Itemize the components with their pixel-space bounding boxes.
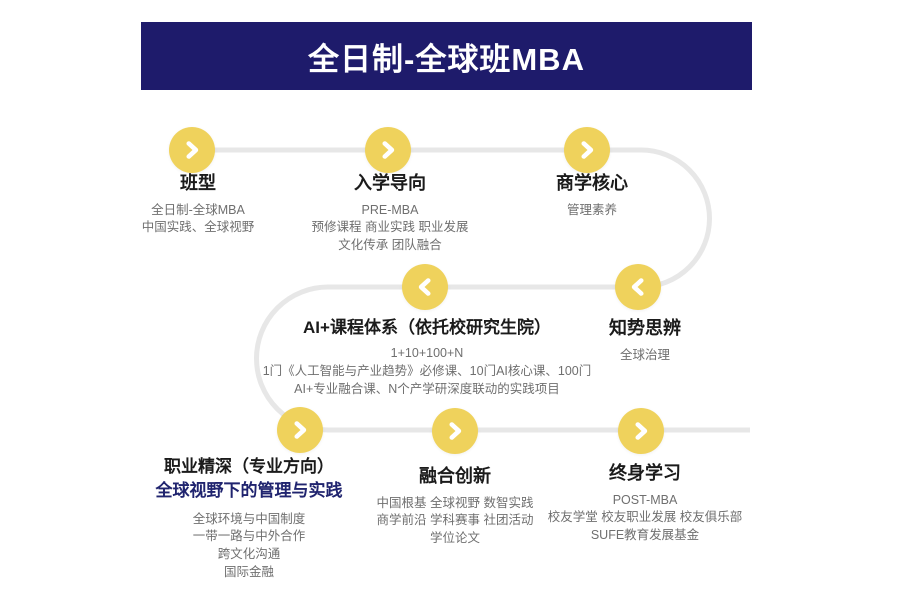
chevron-right-icon xyxy=(449,422,462,440)
stage-zhongshen-marker xyxy=(618,408,664,454)
stage-title: AI+课程体系（依托校研究生院） xyxy=(303,318,551,337)
chevron-right-icon xyxy=(186,141,199,159)
stage-line: 管理素养 xyxy=(566,202,617,217)
stage-line: 跨文化沟通 xyxy=(217,547,281,562)
chevron-right-icon xyxy=(382,141,395,159)
stage-line: 全球治理 xyxy=(619,347,670,362)
stage-line: 中国根基 全球视野 数智实践 xyxy=(376,495,534,510)
stage-line: 校友学堂 校友职业发展 校友俱乐部 xyxy=(547,510,743,525)
stage-title: 知势思辨 xyxy=(609,318,681,338)
chevron-left-icon xyxy=(418,278,431,296)
stage-ruxue-text: 入学导向 PRE-MBA 预修课程 商业实践 职业发展 文化传承 团队融合 xyxy=(273,173,507,255)
stage-banxing-marker xyxy=(169,127,215,173)
stage-line: PRE-MBA xyxy=(361,202,419,217)
header-banner: 全日制-全球班MBA xyxy=(141,22,752,90)
stage-line: 学位论文 xyxy=(429,531,480,546)
chevron-left-icon xyxy=(631,278,644,296)
stage-accent-subtitle: 全球视野下的管理与实践 xyxy=(155,481,343,501)
stage-ruxue-marker xyxy=(365,127,411,173)
stage-line: 国际金融 xyxy=(223,564,274,579)
stage-title: 商学核心 xyxy=(556,173,628,193)
chevron-right-icon xyxy=(294,421,307,439)
chevron-right-icon xyxy=(635,422,648,440)
stage-title: 融合创新 xyxy=(419,466,491,486)
stage-line: 全日制-全球MBA xyxy=(151,202,245,217)
stage-shangxue-text: 商学核心 管理素养 xyxy=(512,173,672,219)
page-title: 全日制-全球班MBA xyxy=(308,41,585,77)
stage-line: SUFE教育发展基金 xyxy=(590,528,700,543)
stage-line: 一带一路与中外合作 xyxy=(192,529,306,544)
stage-zhishi-marker xyxy=(615,264,661,310)
chevron-right-icon xyxy=(581,141,594,159)
stage-title: 终身学习 xyxy=(609,463,681,483)
stage-title: 职业精深（专业方向） xyxy=(164,457,334,476)
stage-title: 入学导向 xyxy=(354,173,426,193)
stage-zhiye-marker xyxy=(277,407,323,453)
stage-ronghe-text: 融合创新 中国根基 全球视野 数智实践 商学前沿 学科赛事 社团活动 学位论文 xyxy=(335,466,575,548)
stage-line: AI+专业融合课、N个产学研深度联动的实践项目 xyxy=(294,381,560,396)
stage-ai-marker xyxy=(402,264,448,310)
stage-line: 中国实践、全球视野 xyxy=(141,220,255,235)
stage-line: 商学前沿 学科赛事 社团活动 xyxy=(376,513,534,528)
stage-zhongshen-text: 终身学习 POST-MBA 校友学堂 校友职业发展 校友俱乐部 SUFE教育发展… xyxy=(513,463,777,545)
stage-line: 1门《人工智能与产业趋势》必修课、10门AI核心课、100门 xyxy=(262,364,592,379)
stage-ronghe-marker xyxy=(432,408,478,454)
stage-banxing-text: 班型 全日制-全球MBA 中国实践、全球视野 xyxy=(98,173,298,237)
stage-line: 1+10+100+N xyxy=(390,346,464,361)
stage-zhiye-text: 职业精深（专业方向） 全球视野下的管理与实践 全球环境与中国制度 一带一路与中外… xyxy=(132,457,366,582)
stage-line: 预修课程 商业实践 职业发展 xyxy=(311,220,469,235)
stage-shangxue-marker xyxy=(564,127,610,173)
stage-line: 文化传承 团队融合 xyxy=(338,238,442,253)
stage-line: POST-MBA xyxy=(612,492,678,507)
stage-zhishi-text: 知势思辨 全球治理 xyxy=(565,318,725,364)
stage-line: 全球环境与中国制度 xyxy=(192,511,306,526)
stage-ai-text: AI+课程体系（依托校研究生院） 1+10+100+N 1门《人工智能与产业趋势… xyxy=(252,318,602,399)
stage-title: 班型 xyxy=(180,173,216,193)
